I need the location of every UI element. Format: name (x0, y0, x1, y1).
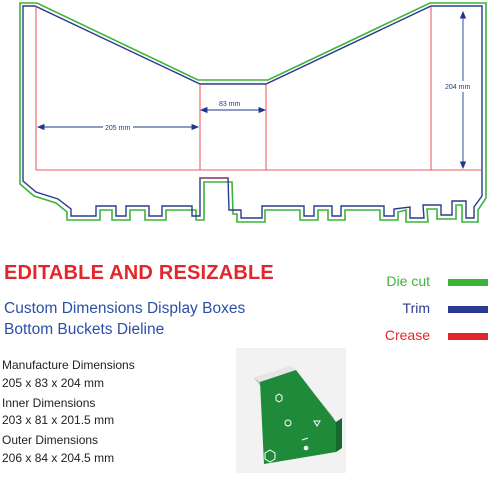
legend-swatch-trim (448, 306, 488, 313)
subtitle-line-1: Custom Dimensions Display Boxes (4, 300, 246, 317)
crease-lines (35, 6, 482, 179)
height-dimension-label: 204 mm (445, 84, 470, 91)
manufacture-dimensions-value: 205 x 83 x 204 mm (2, 376, 105, 390)
bottom-width-dimension-label: 83 mm (219, 101, 241, 108)
outer-dimensions-value: 206 x 84 x 204.5 mm (2, 451, 115, 465)
manufacture-dimensions-label: Manufacture Dimensions (2, 358, 135, 372)
box-decoration-icons (264, 393, 321, 463)
subtitle-line-2: Bottom Buckets Dieline (4, 321, 165, 338)
legend-label-trim: Trim (402, 300, 430, 316)
legend-label-crease: Crease (384, 327, 430, 343)
width-dimension-label: 205 mm (105, 125, 130, 132)
box-3d-mockup (236, 348, 346, 473)
legend-label-die-cut: Die cut (386, 273, 430, 289)
dimension-arrows (36, 10, 467, 170)
die-cut-outline (19, 2, 487, 223)
outer-dimensions-label: Outer Dimensions (2, 433, 99, 447)
headline: EDITABLE AND RESIZABLE (4, 262, 274, 284)
legend-swatch-die-cut (448, 279, 488, 286)
box-dieline-diagram: 205 mm 83 mm 204 mm (19, 2, 487, 223)
legend-swatch-crease (448, 333, 488, 340)
inner-dimensions-label: Inner Dimensions (2, 396, 96, 410)
trim-outline (22, 5, 483, 219)
inner-dimensions-value: 203 x 81 x 201.5 mm (2, 413, 115, 427)
